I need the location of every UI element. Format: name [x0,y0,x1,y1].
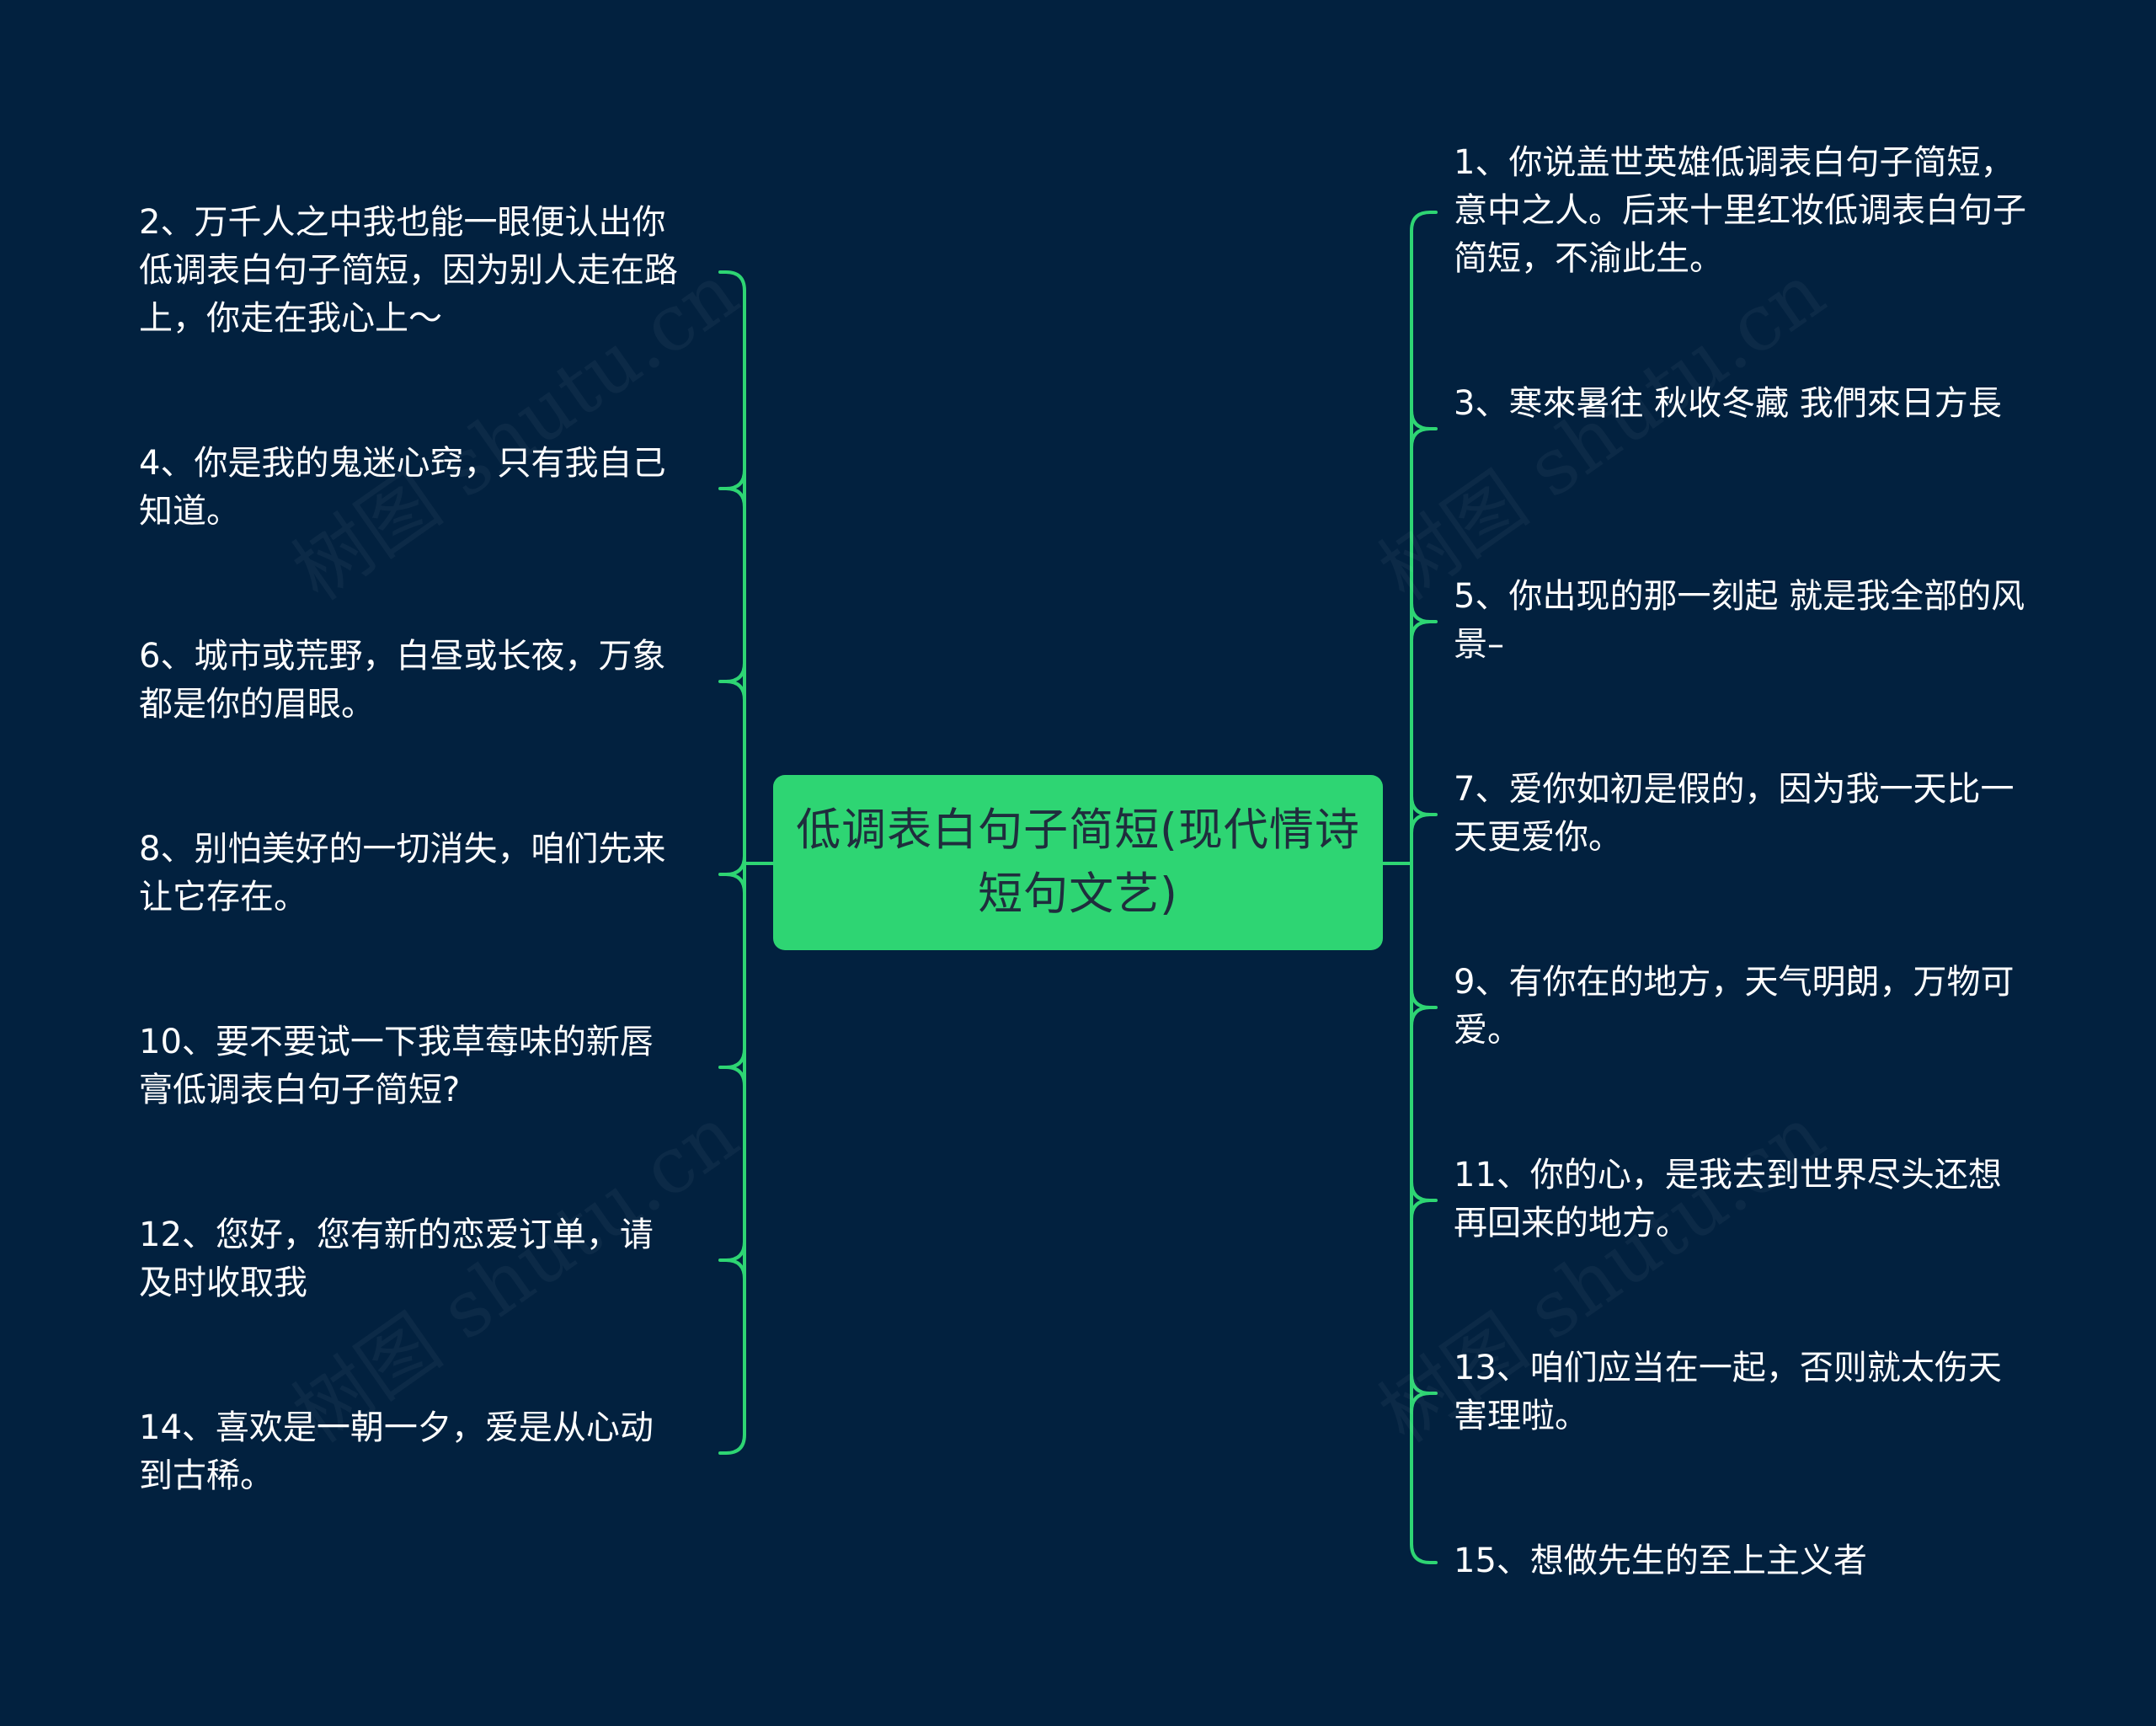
connector-right-branch [1410,794,1438,816]
connector-left-branch [718,1240,746,1262]
branch-topic-10[interactable]: 10、要不要试一下我草莓味的新唇膏低调表白句子简短? [139,1023,654,1109]
branch-topic-14[interactable]: 14、喜欢是一朝一夕，爱是从心动到古稀。 [139,1408,654,1495]
connector-left-branch [718,270,746,292]
branch-topic-5[interactable]: 5、你出现的那一刻起 就是我全部的风景– [1454,577,2025,664]
connector-left-branch [724,873,746,895]
connector-right-branch [1410,211,1438,232]
branch-topic-3[interactable]: 3、寒來暑往 秋收冬藏 我們來日方長 [1454,384,2002,423]
central-topic-title: 低调表白句子简短(现代情诗短句文艺) [796,804,1360,920]
connector-right-branch [1410,1199,1432,1221]
connector-left-branch [724,680,746,702]
connector-right-branch [1410,427,1432,449]
branch-topic-7[interactable]: 7、爱你如初是假的，因为我一天比一天更爱你。 [1454,770,2015,857]
branch-topic-2[interactable]: 2、万千人之中我也能一眼便认出你低调表白句子简短，因为别人走在路上，你走在我心上… [139,203,678,338]
connector-right-branch [1410,813,1432,835]
branch-topic-9[interactable]: 9、有你在的地方，天气明朗，万物可爱。 [1454,963,2015,1050]
connector-left-branch [718,1047,746,1069]
connector-left-branch [718,661,746,683]
connector-left-branch [718,854,746,876]
branch-topic-1[interactable]: 1、你说盖世英雄低调表白句子简短，意中之人。后来十里红妆低调表白句子简短，不渝此… [1454,143,2026,278]
branch-topic-11[interactable]: 11、你的心，是我去到世界尽头还想再回来的地方。 [1454,1156,2002,1242]
connector-right-branch [1410,620,1432,642]
branch-topic-13[interactable]: 13、咱们应当在一起，否则就太伤天害理啦。 [1454,1349,2002,1435]
connector-right-branch [1410,987,1438,1009]
central-topic-node[interactable]: 低调表白句子简短(现代情诗短句文艺) [773,775,1383,950]
connector-left-branch [724,1066,746,1087]
connector-left-branch [718,468,746,490]
branch-topic-6[interactable]: 6、城市或荒野，白昼或长夜，万象都是你的眉眼。 [139,637,666,724]
branch-topic-15[interactable]: 15、想做先生的至上主义者 [1454,1542,1867,1580]
branch-topic-4[interactable]: 4、你是我的鬼迷心窍，只有我自己知道。 [139,444,666,531]
connector-left-branch [724,1258,746,1280]
connector-right-branch [1410,1542,1438,1564]
connector-right-branch [1410,1180,1438,1202]
connector-right-branch [1410,1006,1432,1028]
connector-right-branch [1410,601,1438,623]
connector-left-branch [724,487,746,509]
connector-left-branch [718,1433,746,1455]
connector-right-branch [1410,1373,1438,1395]
branch-topic-12[interactable]: 12、您好，您有新的恋爱订单，请及时收取我 [139,1216,654,1302]
branch-topic-8[interactable]: 8、别怕美好的一切消失，咱们先来让它存在。 [139,830,666,916]
connector-right-branch [1410,409,1438,430]
connector-right-branch [1410,1392,1432,1413]
